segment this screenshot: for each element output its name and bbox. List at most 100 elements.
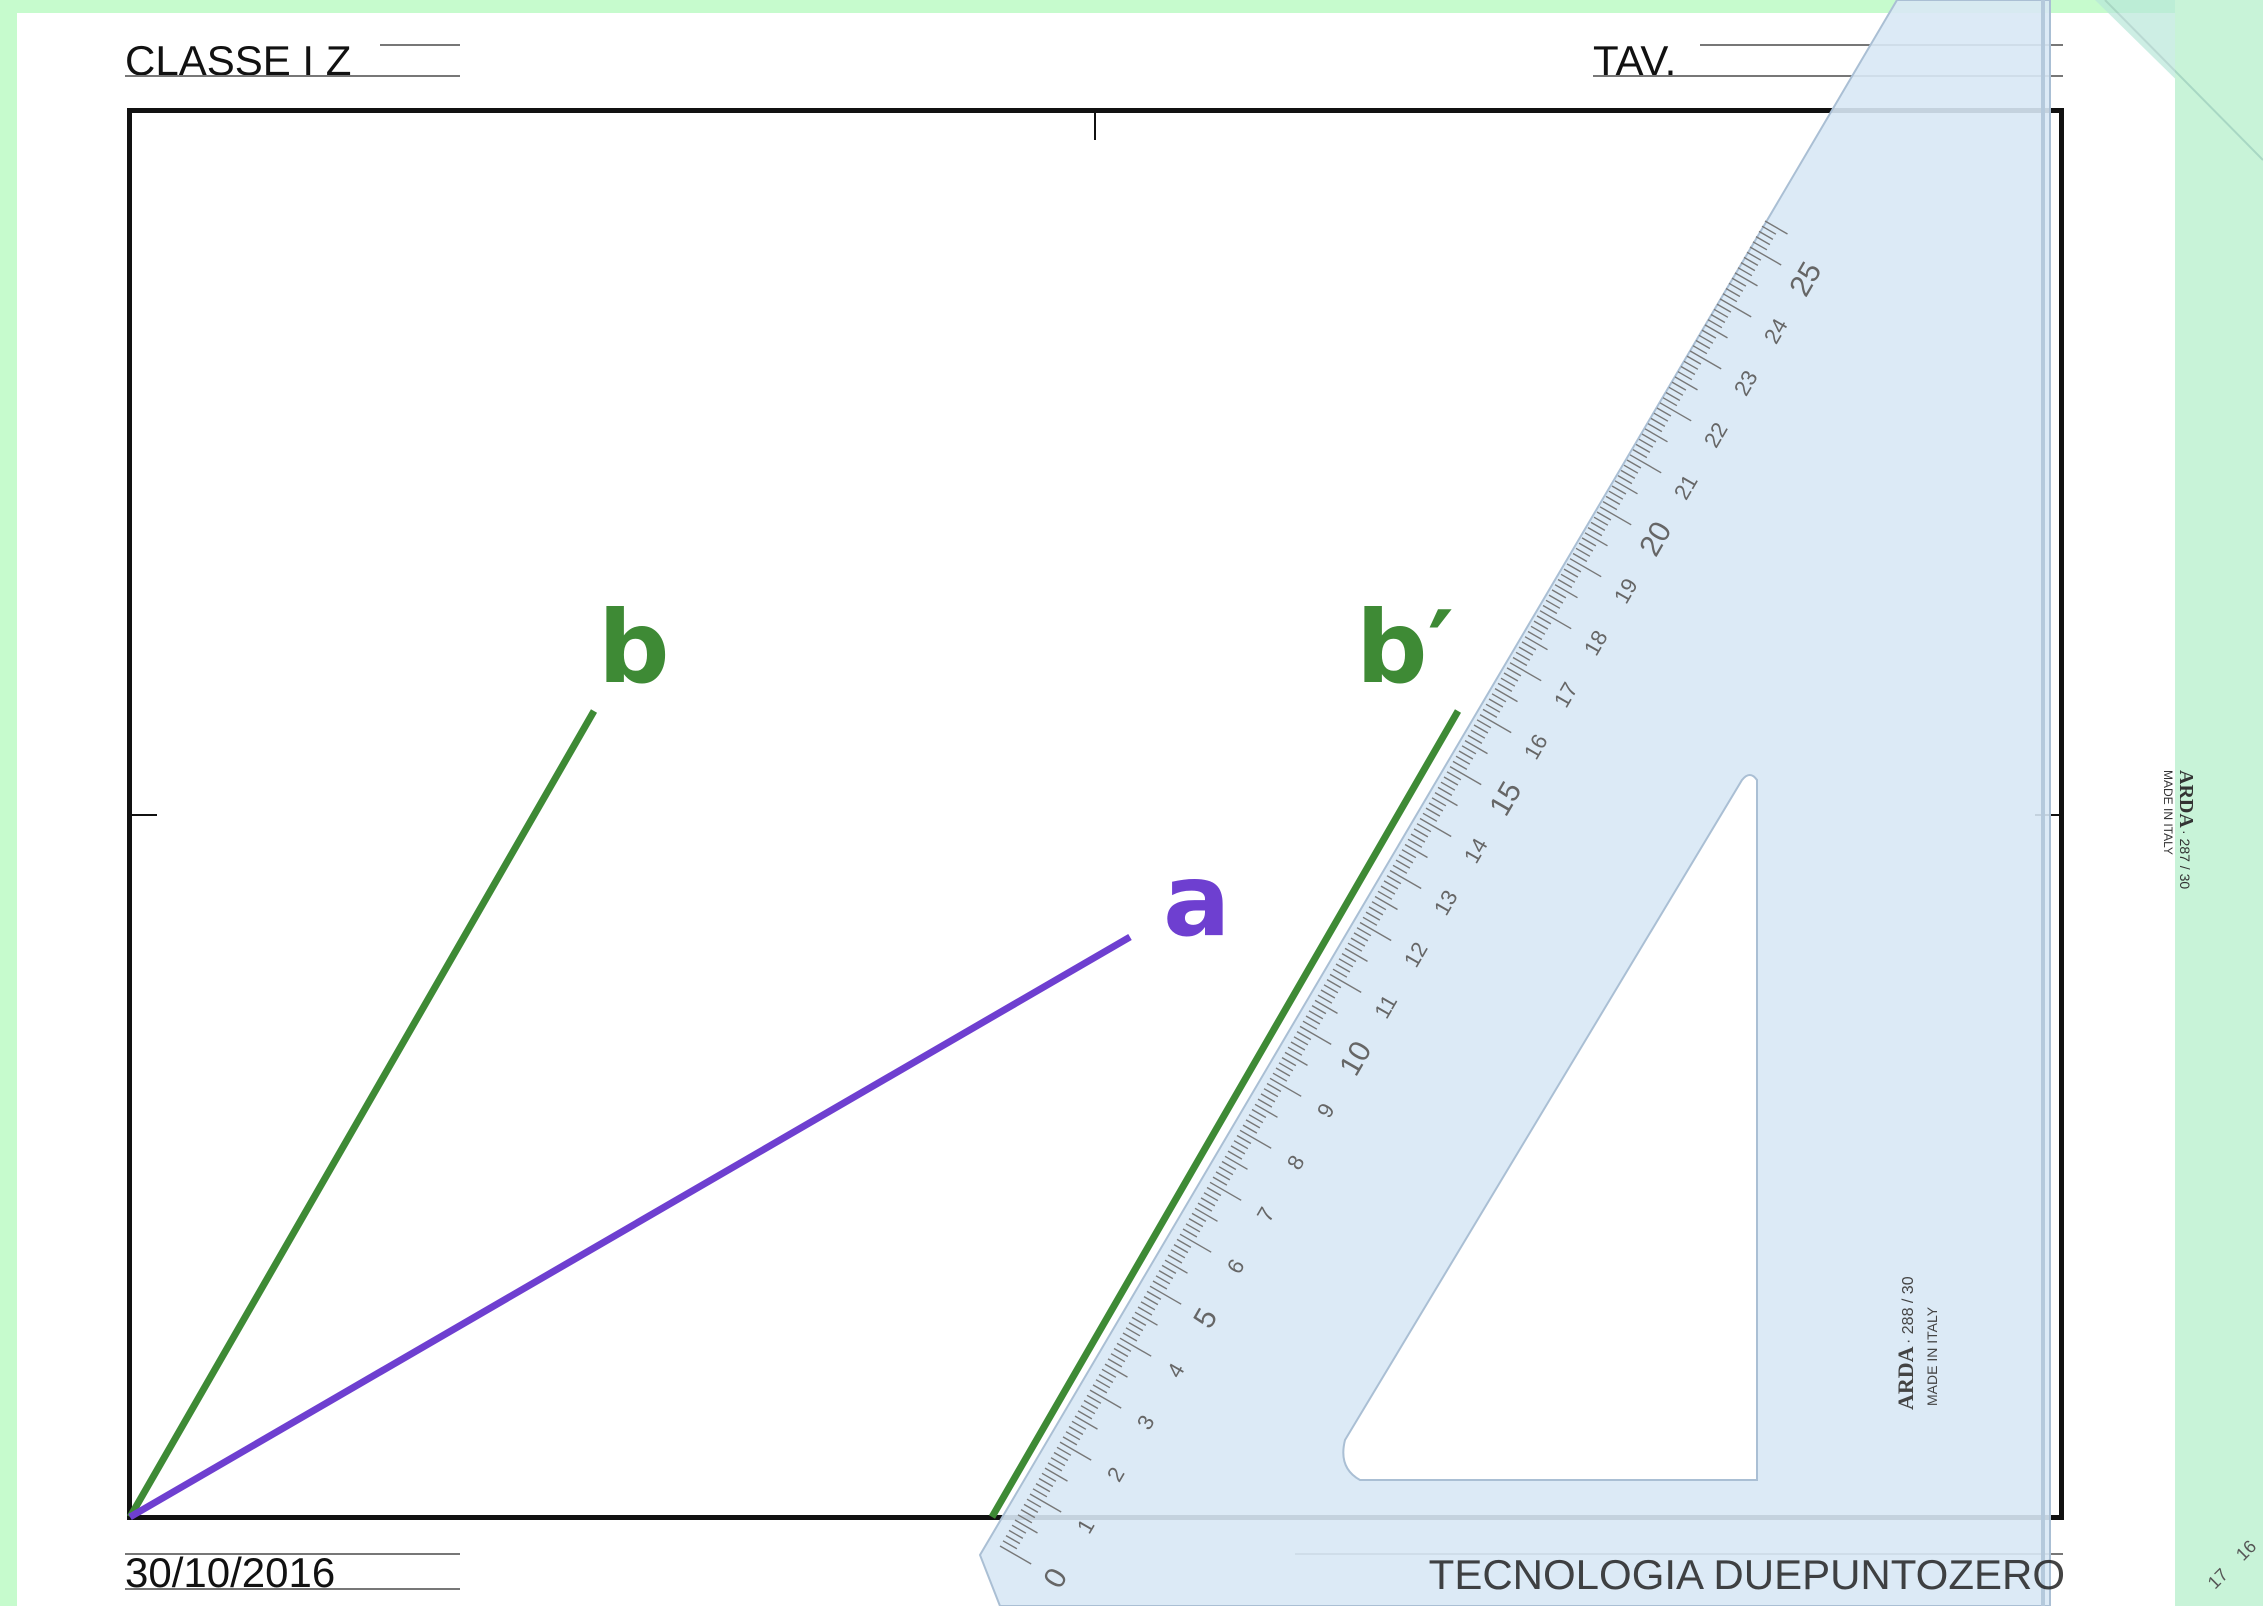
scale-tick bbox=[1326, 978, 1342, 989]
scale-tick bbox=[1119, 1337, 1152, 1357]
scale-tick bbox=[1635, 443, 1651, 454]
line-b-prime[interactable] bbox=[988, 709, 1462, 1519]
scale-tick bbox=[1389, 869, 1422, 890]
scale-tick bbox=[1134, 1311, 1158, 1326]
scale-tick bbox=[1125, 1327, 1141, 1337]
set-square-large-scale bbox=[999, 220, 1788, 1565]
scale-tick bbox=[1101, 1368, 1117, 1378]
scale-tick bbox=[1350, 937, 1366, 947]
scale-tick bbox=[1422, 812, 1438, 822]
credit-label: TECNOLOGIA DUEPUNTOZERO bbox=[1429, 1551, 2065, 1598]
scale-tick bbox=[1263, 1088, 1279, 1098]
scale-tick bbox=[1230, 1145, 1246, 1155]
scale-tick bbox=[1023, 1503, 1039, 1514]
scale-tick bbox=[1215, 1171, 1231, 1181]
scale-tick bbox=[1512, 656, 1528, 667]
scale-tick bbox=[1374, 895, 1398, 911]
scale-tick bbox=[1365, 911, 1381, 921]
scale-tick bbox=[1005, 1534, 1021, 1545]
scale-tick bbox=[1740, 261, 1756, 272]
scale-tick bbox=[1347, 942, 1363, 952]
scale-tick bbox=[1623, 464, 1639, 474]
scale-tick bbox=[1596, 511, 1612, 521]
scale-tick bbox=[1236, 1134, 1252, 1145]
scale-tick bbox=[1671, 381, 1687, 391]
scale-tick bbox=[1419, 817, 1452, 838]
scale-tick bbox=[1542, 604, 1558, 615]
scale-tick bbox=[1479, 713, 1512, 734]
scale-tick bbox=[1461, 745, 1477, 755]
scale-tick bbox=[1287, 1046, 1303, 1056]
scale-tick bbox=[1689, 350, 1722, 370]
scale-tick bbox=[1401, 849, 1417, 859]
scale-tick bbox=[1137, 1306, 1153, 1316]
scale-tick bbox=[1764, 220, 1788, 235]
scale-tick bbox=[1320, 989, 1336, 999]
scale-tick bbox=[1113, 1347, 1129, 1358]
scale-tick bbox=[1041, 1472, 1057, 1482]
scale-tick bbox=[1077, 1410, 1093, 1420]
scale-tick bbox=[1332, 968, 1348, 978]
scale-tick bbox=[1581, 537, 1597, 547]
scale-tick bbox=[1155, 1275, 1171, 1285]
scale-tick bbox=[1659, 402, 1692, 422]
scale-tick bbox=[1704, 324, 1728, 339]
scale-tick bbox=[1683, 360, 1699, 370]
scale-tick bbox=[1188, 1217, 1204, 1228]
scale-tick bbox=[1191, 1212, 1207, 1223]
scale-tick bbox=[1434, 791, 1458, 807]
scale-tick bbox=[1545, 599, 1561, 609]
scale-tick bbox=[1344, 947, 1368, 963]
scale-tick bbox=[1020, 1508, 1036, 1519]
scale-tick bbox=[1614, 480, 1638, 495]
scale-tick bbox=[1062, 1436, 1078, 1446]
scale-tick bbox=[1476, 719, 1492, 729]
scale-tick bbox=[1086, 1394, 1102, 1404]
scale-tick bbox=[1560, 573, 1576, 583]
scale-tick bbox=[1194, 1207, 1218, 1222]
scale-tick bbox=[1707, 319, 1723, 329]
scale-tick bbox=[1272, 1072, 1288, 1082]
scale-tick bbox=[1593, 516, 1609, 526]
line-a[interactable] bbox=[128, 933, 1132, 1521]
scale-tick bbox=[1443, 776, 1459, 786]
scale-tick bbox=[1734, 272, 1758, 287]
scale-tick bbox=[1458, 750, 1474, 760]
set-square-small[interactable] bbox=[2095, 0, 2263, 1606]
scale-tick bbox=[1629, 454, 1662, 474]
scale-tick bbox=[1146, 1290, 1162, 1301]
scale-tick bbox=[1746, 251, 1762, 261]
scale-tick bbox=[1692, 345, 1708, 355]
class-overline bbox=[380, 44, 460, 46]
scale-tick bbox=[1404, 843, 1428, 859]
set-square-large[interactable]: 0123456789101112131415161718192021222324… bbox=[978, 0, 2051, 1606]
scale-tick bbox=[1170, 1249, 1186, 1259]
scale-tick bbox=[1584, 532, 1608, 547]
scale-tick bbox=[1296, 1030, 1312, 1041]
scale-tick bbox=[1500, 677, 1516, 687]
date-underline bbox=[125, 1588, 460, 1590]
scale-tick bbox=[1173, 1243, 1189, 1254]
scale-tick bbox=[1182, 1228, 1198, 1238]
tav-label: TAV. bbox=[1593, 37, 1677, 84]
set-square-small-code: · 287 / 30 bbox=[2177, 830, 2193, 889]
scale-tick bbox=[1761, 225, 1777, 235]
scale-tick bbox=[1410, 833, 1426, 843]
scale-tick bbox=[1047, 1462, 1063, 1472]
line-b[interactable] bbox=[126, 709, 598, 1519]
scale-tick bbox=[1074, 1415, 1098, 1430]
scale-tick bbox=[1251, 1108, 1267, 1119]
scale-tick bbox=[1221, 1160, 1237, 1171]
scale-tick bbox=[1290, 1041, 1306, 1051]
class-label: CLASSE I Z bbox=[125, 37, 352, 84]
scale-tick bbox=[1725, 287, 1741, 298]
scale-tick bbox=[1572, 552, 1588, 563]
scale-tick bbox=[1452, 760, 1468, 771]
scale-tick bbox=[1254, 1103, 1278, 1118]
scale-tick bbox=[1353, 932, 1369, 942]
scale-tick bbox=[1413, 828, 1429, 838]
scale-tick bbox=[1713, 308, 1729, 318]
scale-tick bbox=[1710, 313, 1726, 324]
scale-tick bbox=[1275, 1067, 1291, 1077]
